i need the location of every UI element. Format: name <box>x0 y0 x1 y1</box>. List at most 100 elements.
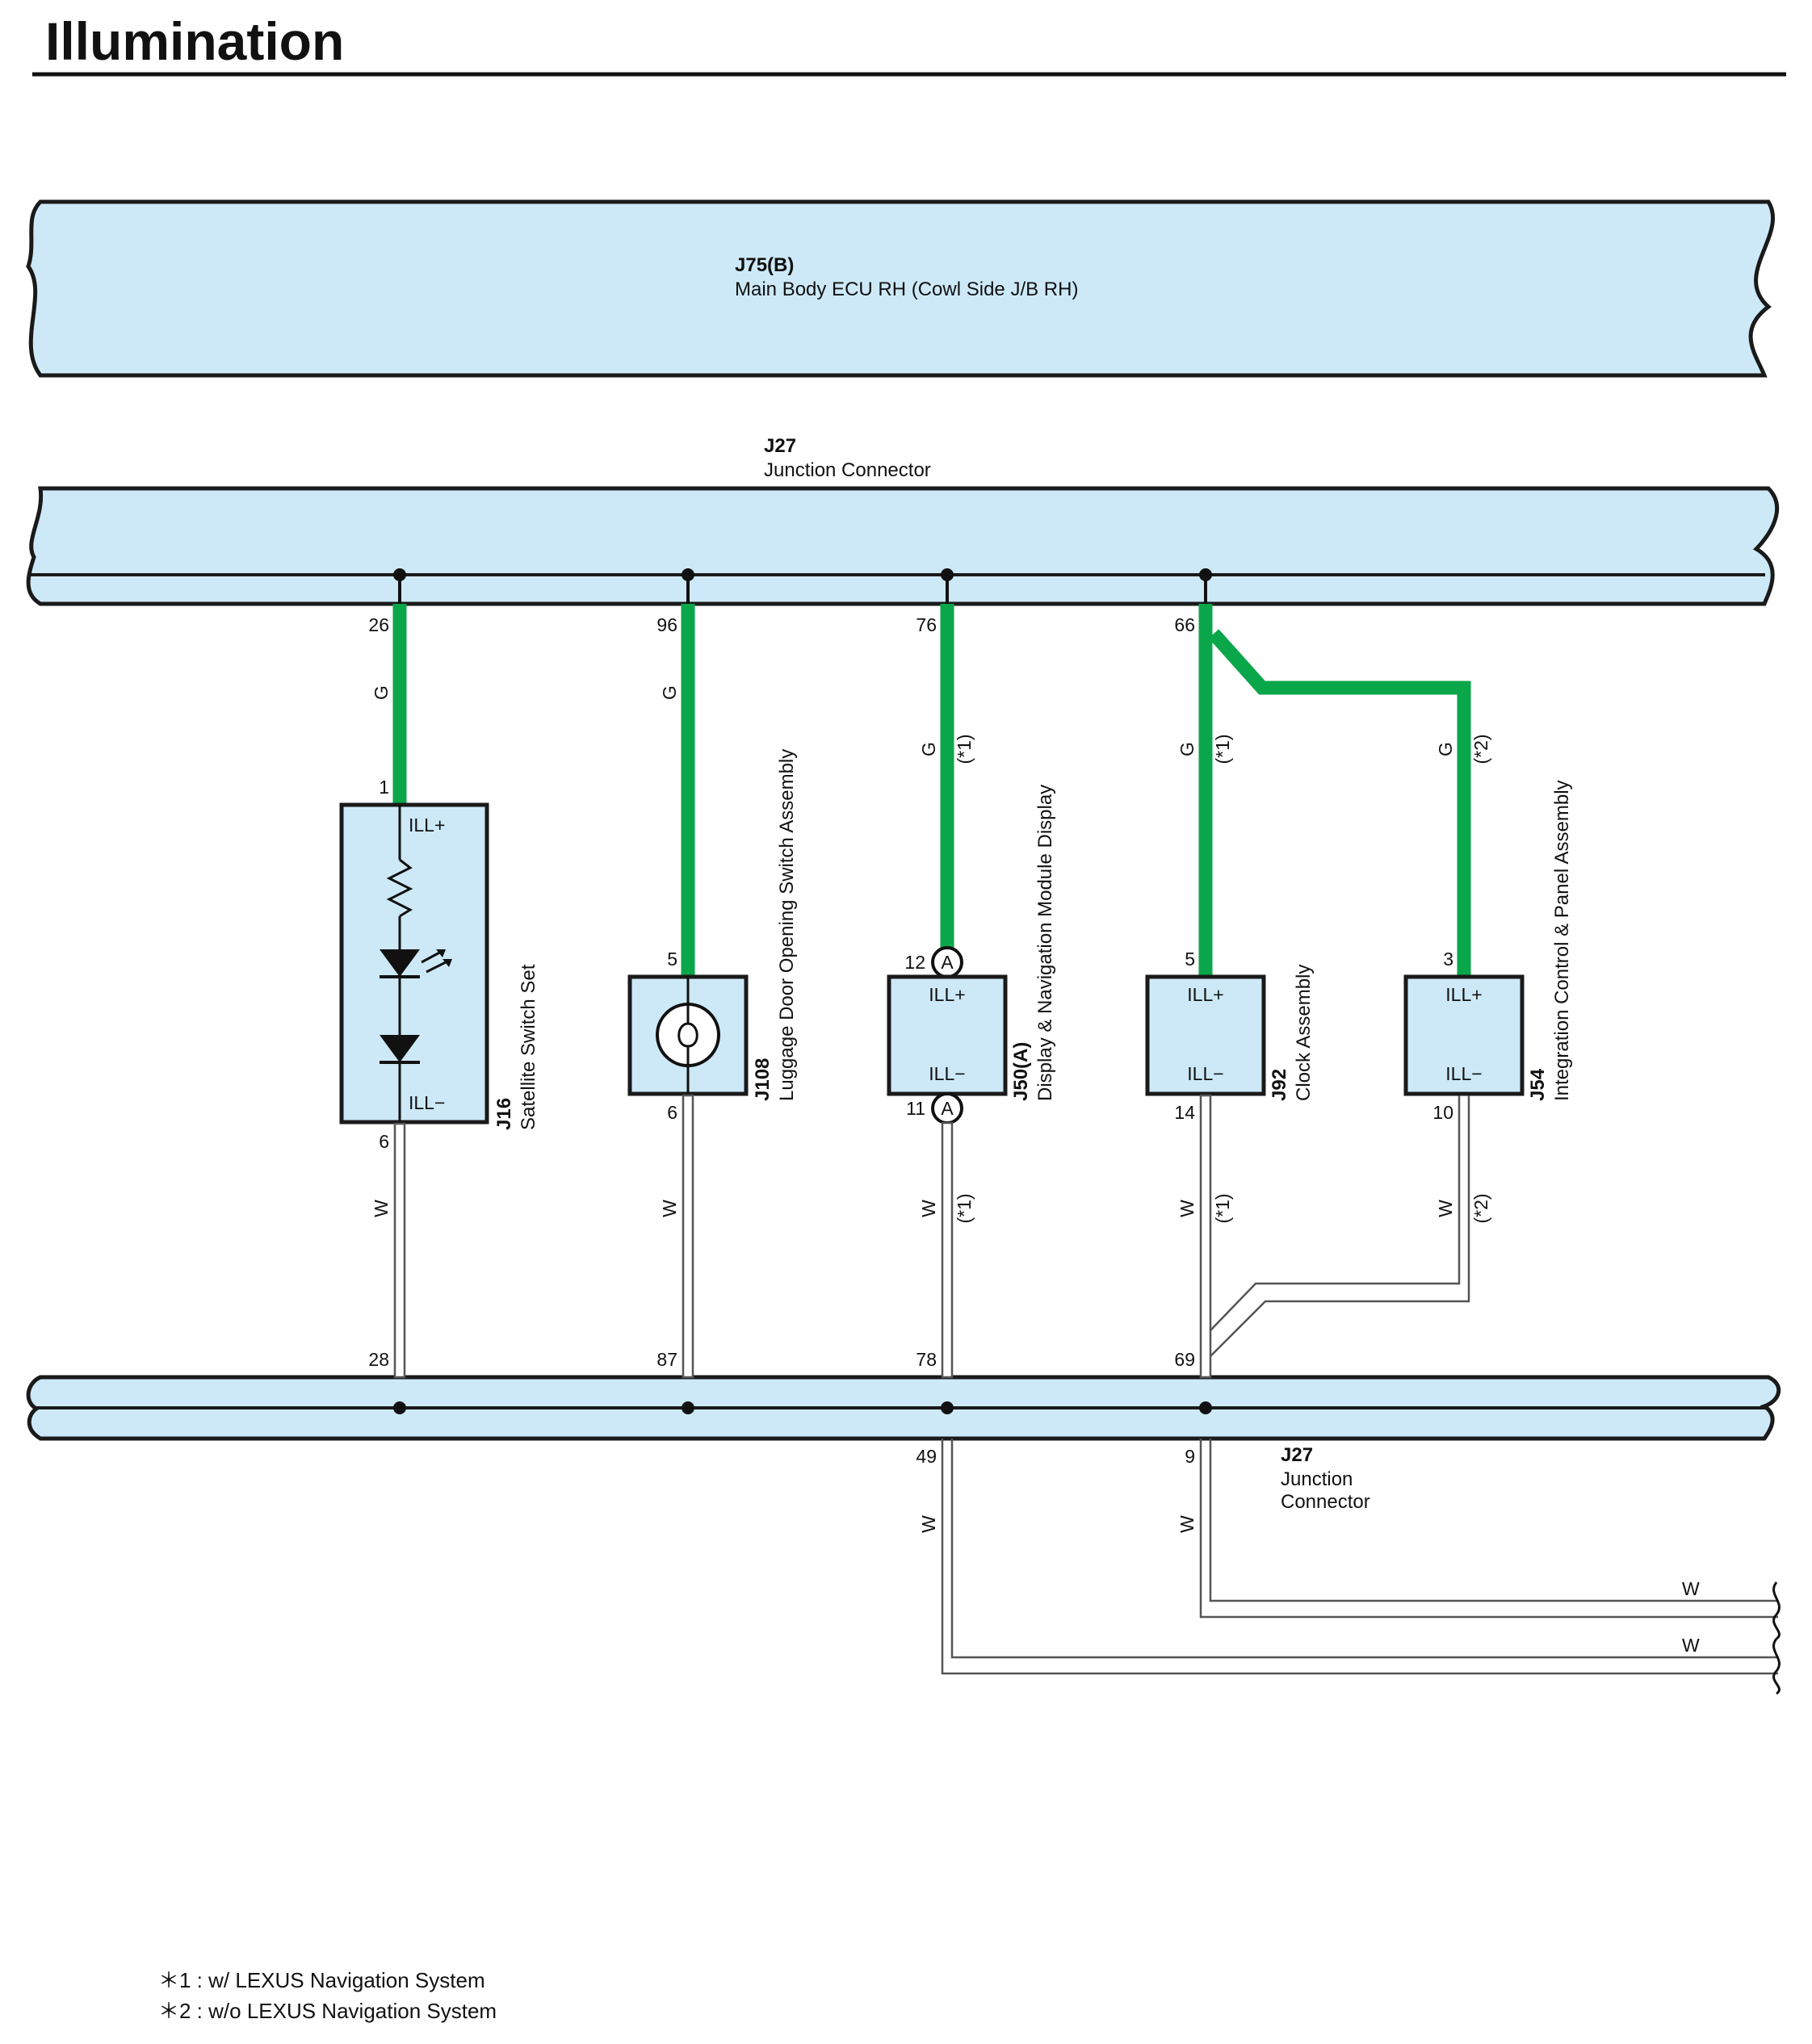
component-box <box>1145 974 1266 1096</box>
branch-j16: 26 G 1 ILL+ ILL− 6 W 28 J16 Satellite Sw… <box>339 568 539 1414</box>
output-pin-49: 49 <box>916 1446 937 1467</box>
break-mark <box>1772 1638 1781 1695</box>
white-wire-split <box>1210 1095 1461 1331</box>
diode-icon <box>380 1035 420 1062</box>
wire-color-plus: G <box>659 685 680 700</box>
wire-color-minus: W <box>659 1200 680 1217</box>
term-minus: ILL− <box>409 1092 445 1113</box>
component-code: J108 <box>752 1058 774 1101</box>
term-plus: ILL+ <box>1445 984 1482 1005</box>
term-minus: ILL− <box>1445 1063 1482 1084</box>
output-wires: 49 W 9 W W W <box>916 1439 1781 1695</box>
top-pin: 26 <box>368 614 389 635</box>
connector-mark-bottom-label: A <box>941 1098 954 1119</box>
pin-plus: 1 <box>379 777 389 798</box>
branch-j54: G (*2) 3 ILL+ ILL− 10 W (*2) J54 Integra… <box>1210 734 1573 1357</box>
wire-color-plus: G <box>918 742 939 756</box>
term-plus: ILL+ <box>409 815 445 836</box>
pin-minus: 10 <box>1432 1102 1453 1123</box>
pin-minus: 6 <box>379 1131 389 1152</box>
white-wire <box>682 1094 694 1379</box>
component-box <box>339 802 489 1125</box>
output-wire <box>1209 1439 1778 1602</box>
white-wire <box>941 1121 954 1379</box>
branch-j92: 66 G (*1) 5 ILL+ ILL− 14 W (*1) 69 J92 C… <box>1145 568 1471 1414</box>
top-pin: 76 <box>916 614 937 635</box>
term-minus: ILL− <box>929 1063 965 1084</box>
connector-mark-top-label: A <box>941 952 954 973</box>
led-arrow-head <box>436 949 446 957</box>
pin-plus: 3 <box>1443 949 1453 970</box>
component-code: J16 <box>493 1098 515 1130</box>
top-pin: 66 <box>1174 614 1195 635</box>
component-code: J54 <box>1527 1068 1549 1101</box>
component-name: Luggage Door Opening Switch Assembly <box>776 749 798 1101</box>
wire-color-plus: G <box>371 685 392 700</box>
wire-note-minus: (*1) <box>1212 1193 1233 1223</box>
resistor-icon <box>386 858 413 918</box>
junction-top-bar <box>26 486 1780 606</box>
led-arrow-head <box>443 959 452 967</box>
led-arrow <box>426 959 450 974</box>
page-title: Illumination <box>45 11 344 71</box>
pin-minus: 11 <box>906 1098 925 1119</box>
component-code: J92 <box>1269 1069 1290 1101</box>
output-wire-label-lower: W <box>1682 1635 1700 1656</box>
junction-dot <box>941 1401 954 1414</box>
wire-color-minus: W <box>1435 1200 1456 1217</box>
junction-top-name: Junction Connector <box>764 459 931 481</box>
output-wire-color-9: W <box>1177 1515 1198 1533</box>
term-minus: ILL− <box>1187 1063 1223 1084</box>
junction-dot <box>393 1401 406 1414</box>
wire-note-plus: (*1) <box>954 734 975 764</box>
output-wire <box>950 1439 1778 1659</box>
wire-color-minus: W <box>1177 1200 1198 1217</box>
bottom-pin: 69 <box>1174 1349 1195 1370</box>
bottom-pin: 28 <box>368 1349 389 1370</box>
wire-note-minus: (*1) <box>954 1193 975 1223</box>
branch-j50: 76 G (*1) A 12 ILL+ ILL− A 11 W (*1) 78 … <box>887 568 1056 1414</box>
white-wire <box>393 1122 406 1379</box>
output-wire-color-49: W <box>918 1515 939 1533</box>
green-wire-split <box>1208 629 1471 975</box>
component-name: Display & Navigation Module Display <box>1034 785 1056 1101</box>
wire-note-plus: (*2) <box>1470 734 1491 764</box>
pin-plus: 5 <box>1185 949 1195 970</box>
pin-plus: 5 <box>667 949 677 970</box>
wire-color-plus: G <box>1177 742 1198 756</box>
pin-minus: 14 <box>1174 1102 1195 1123</box>
pin-minus: 6 <box>667 1102 677 1123</box>
term-plus: ILL+ <box>1187 984 1223 1005</box>
footnote-2: ＊2 : w/o LEXUS Navigation System <box>158 1999 497 2023</box>
component-box <box>1403 974 1525 1096</box>
component-name: Integration Control & Panel Assembly <box>1551 780 1573 1101</box>
wire-color-plus: G <box>1435 742 1456 756</box>
white-wire <box>1199 1094 1212 1379</box>
wire-color-minus: W <box>371 1200 392 1217</box>
ecu-name: Main Body ECU RH (Cowl Side J/B RH) <box>735 279 1078 300</box>
output-wire <box>1199 1439 1778 1619</box>
junction-bottom-name-1: Junction <box>1281 1468 1353 1490</box>
pin-plus: 12 <box>904 952 925 973</box>
component-box <box>887 974 1008 1096</box>
component-code: J50(A) <box>1010 1042 1032 1101</box>
wire-note-minus: (*2) <box>1470 1193 1491 1223</box>
component-name: Clock Assembly <box>1293 965 1315 1101</box>
junction-dot <box>682 1401 694 1414</box>
junction-top-code: J27 <box>764 435 796 457</box>
white-wire-split <box>1210 1095 1470 1357</box>
wire-color-minus: W <box>918 1200 939 1217</box>
bulb-filament <box>677 1006 698 1064</box>
ecu-bar <box>26 199 1776 378</box>
junction-bottom-name-2: Connector <box>1281 1491 1370 1513</box>
component-name: Satellite Switch Set <box>518 964 539 1130</box>
bottom-pin: 78 <box>916 1349 937 1370</box>
ecu-code: J75(B) <box>735 254 794 276</box>
branch-j108: 96 G 5 6 W 87 J108 Luggage Door Opening … <box>627 568 798 1414</box>
junction-bottom-code: J27 <box>1281 1444 1313 1466</box>
wire-note-plus: (*1) <box>1212 734 1233 764</box>
top-pin: 96 <box>656 614 677 635</box>
output-wire-label-upper: W <box>1682 1578 1700 1599</box>
output-pin-9: 9 <box>1185 1446 1195 1467</box>
